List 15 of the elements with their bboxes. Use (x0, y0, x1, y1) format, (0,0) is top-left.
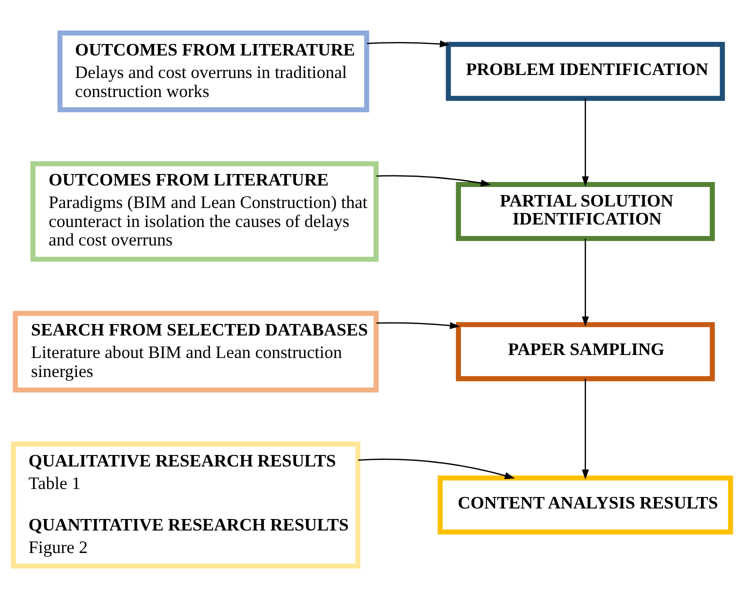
arrow (582, 98, 589, 186)
node-box: QUALITATIVE RESEARCH RESULTS Table 1 QUANTITATIVE RESEARCH RESULTS Figure 2 (10, 442, 360, 568)
arrow (582, 238, 589, 327)
node-box: OUTCOMES FROM LITERATURE Delays and cost overruns in traditional construction works (57, 30, 370, 112)
arrow (366, 40, 450, 48)
arrow (582, 378, 589, 480)
node-box: PROBLEM IDENTIFICATION (446, 42, 725, 101)
node-box: CONTENT ANALYSIS RESULTS (438, 475, 734, 535)
arrow (376, 175, 491, 186)
node-box: PARTIAL SOLUTION IDENTIFICATION (456, 182, 715, 242)
node-box: OUTCOMES FROM LITERATURE Paradigms (BIM and Lean Construction) that counteract in isolation the causes of delays and cost overruns (30, 161, 379, 262)
arrow (358, 458, 515, 480)
node-box: PAPER SAMPLING (456, 322, 715, 382)
arrow (376, 322, 460, 330)
node-box: SEARCH FROM SELECTED DATABASES Literature about BIM and Lean construction sinergies (12, 310, 379, 393)
